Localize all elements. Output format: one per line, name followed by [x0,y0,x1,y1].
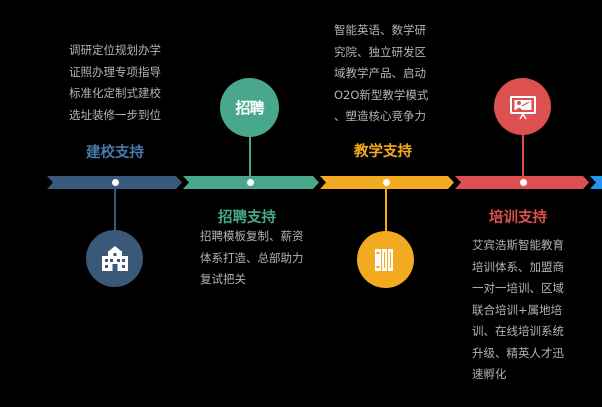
stage-4-description: 艾宾浩斯智能教育 培训体系、加盟商 一对一培训、区域 联合培训+属地培 训、在线… [472,235,564,386]
stage-4-dot [519,179,527,186]
desc-line: 、塑造核心竞争力 [334,109,426,123]
desc-line: 联合培训+属地培 [472,302,563,317]
desc-line: 速孵化 [472,367,507,381]
desc-line: 体系打造、总部助力 [200,250,304,265]
teacher-board-icon [494,78,551,135]
desc-line: 培训体系、加盟商 [472,259,564,274]
stage-1-title: 建校支持 [86,145,144,161]
stage-2-title: 招聘支持 [218,210,276,226]
stage-4-title: 培训支持 [489,210,547,226]
desc-line: 训、在线培训系统 [472,324,564,338]
stage-1-dot [111,179,119,186]
stage-2-description: 招聘模板复制、薪资 体系打造、总部助力 复试把关 [200,226,304,291]
stage-4-connector [522,135,524,180]
stage-2-connector [249,137,251,180]
desc-line: 艾宾浩斯智能教育 [472,238,564,252]
desc-line: 升级、精英人才迅 [472,345,564,360]
stage-3-title: 教学支持 [354,144,412,160]
recruit-icon-text: 招聘 [235,99,264,117]
desc-line: 域教学产品、启动 [334,66,426,80]
stage-3-dot [382,179,390,186]
desc-line: 究院、独立研发区 [334,44,426,59]
desc-line: 智能英语、数学研 [334,23,426,37]
desc-line: 选址装修一步到位 [69,107,161,122]
stage-3-description: 智能英语、数学研 究院、独立研发区 域教学产品、启动 O2O新型教学模式 、塑造… [334,20,428,128]
stage-1-connector [114,189,116,231]
stage-1-description: 调研定位规划办学 证照办理专项指导 标准化定制式建校 选址装修一步到位 [69,40,161,126]
books-icon [357,231,414,288]
stage-2-dot [246,179,254,186]
desc-line: O2O新型教学模式 [334,87,429,102]
desc-line: 证照办理专项指导 [69,64,161,79]
desc-line: 一对一培训、区域 [472,281,564,295]
desc-line: 复试把关 [200,272,246,286]
timeline-segment-blue [590,176,602,189]
stage-3-connector [385,189,387,232]
desc-line: 标准化定制式建校 [69,86,161,100]
recruit-character-icon: 招聘 [220,78,279,137]
school-building-icon [86,230,143,287]
desc-line: 调研定位规划办学 [69,43,161,57]
desc-line: 招聘模板复制、薪资 [200,229,304,243]
